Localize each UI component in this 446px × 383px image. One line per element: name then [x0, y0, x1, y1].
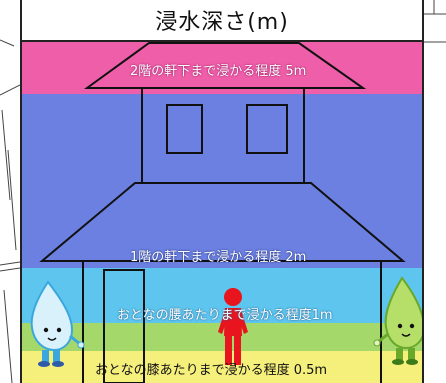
person-figure	[218, 288, 248, 365]
level-label-05m: おとなの膝あたりまで浸かる程度 0.5m	[95, 363, 328, 378]
lower-roof	[39, 182, 406, 262]
level-label-5m: 2階の軒下まで浸かる程度 5m	[130, 64, 307, 79]
depth-band-ground	[22, 351, 422, 383]
map-fragment-right	[424, 0, 446, 43]
level-label-1m: おとなの腰あたりまで浸かる程度1m	[117, 308, 333, 323]
droplet-mascot-left	[30, 280, 85, 367]
map-fragment-left	[0, 39, 20, 383]
level-label-2m: 1階の軒下まで浸かる程度 2m	[130, 250, 307, 265]
leaf-mascot-right	[373, 276, 422, 365]
house-illustration	[30, 42, 422, 383]
depth-band-1m	[22, 268, 422, 323]
title-bar: 浸水深さ(m)	[22, 0, 422, 42]
depth-band-5m	[22, 42, 422, 94]
depth-band-2m	[22, 94, 422, 268]
window-right	[246, 104, 288, 154]
diagram-title: 浸水深さ(m)	[155, 10, 289, 35]
door	[103, 269, 145, 383]
flood-depth-diagram: 浸水深さ(m)	[20, 0, 424, 383]
window-left	[166, 104, 203, 154]
